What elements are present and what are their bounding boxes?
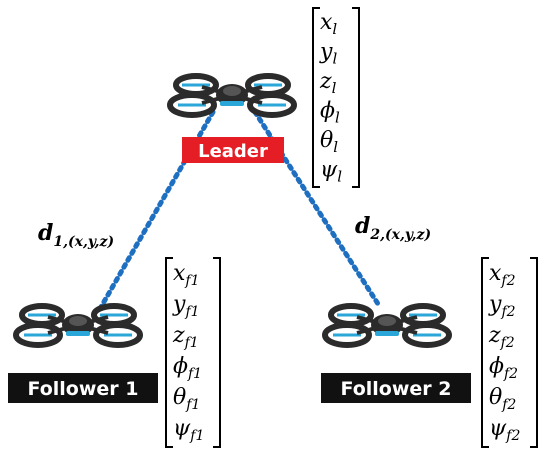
follower2-state-symbol: y [488, 292, 502, 317]
follower2-state-subscript: f2 [505, 428, 520, 444]
leader-state-symbol: ψ [320, 158, 338, 183]
follower1-bracket-right [213, 257, 221, 448]
follower2-state-entry: ϕf2 [489, 354, 518, 382]
distance-d2-label: d2,(x,y,z) [355, 213, 431, 243]
follower1-state-subscript: f1 [184, 273, 199, 289]
leader-state-entry: yl [319, 40, 337, 68]
distance-d1-label: d1,(x,y,z) [38, 220, 114, 250]
follower1-state-entry: ϕf1 [173, 354, 202, 382]
follower2-state-symbol: θ [489, 385, 502, 410]
leader-state-subscript: l [333, 138, 338, 156]
follower1-state-entry: yf1 [172, 292, 200, 320]
follower2-bracket-right [530, 257, 538, 448]
leader-bracket-left [312, 7, 320, 188]
follower2-state-subscript: f2 [500, 335, 515, 351]
follower1-state-symbol: z [172, 323, 185, 348]
follower1-state-subscript: f1 [185, 397, 200, 413]
leader-state-entry: zl [319, 69, 337, 97]
leader-state-symbol: x [320, 10, 333, 35]
leader-state-entry: θl [320, 128, 338, 156]
follower1-state-symbol: ψ [173, 416, 191, 441]
leader-badge [182, 137, 284, 163]
follower2-state-entry: θf2 [489, 385, 516, 413]
follower2-state-symbol: ψ [489, 416, 507, 441]
follower2-state-subscript: f2 [503, 366, 518, 382]
follower2-state-entry: ψf2 [489, 416, 520, 444]
leader-state-symbol: z [319, 69, 332, 94]
leader-state-subscript: l [332, 20, 337, 38]
leader-state-symbol: ϕ [320, 99, 335, 124]
leader-drone-icon [170, 76, 294, 115]
follower2-state-symbol: z [488, 323, 501, 348]
follower2-state-subscript: f2 [501, 397, 516, 413]
follower2-label: Follower 2 [341, 378, 452, 400]
leader-state-entry: ψl [320, 158, 342, 186]
leader-state-subscript: l [332, 79, 337, 97]
leader-state-subscript: l [335, 109, 340, 127]
follower1-state-entry: xf1 [173, 261, 200, 289]
follower2-bracket-left [481, 257, 489, 448]
follower2-state-entry: yf2 [488, 292, 516, 320]
follower2-state-symbol: x [489, 261, 502, 286]
follower1-state-symbol: x [173, 261, 186, 286]
follower2-state-symbol: ϕ [489, 354, 504, 379]
follower2-state-subscript: f2 [500, 304, 515, 320]
follower2-drone-icon [325, 306, 449, 345]
follower1-state-entry: zf1 [172, 323, 199, 351]
follower1-label: Follower 1 [28, 378, 139, 400]
follower1-state-symbol: y [172, 292, 186, 317]
follower2-state-entry: xf2 [489, 261, 516, 289]
follower1-state-subscript: f1 [189, 428, 204, 444]
follower1-bracket-left [165, 257, 173, 448]
leader-label: Leader [198, 141, 268, 162]
follower1-state-subscript: f1 [184, 335, 199, 351]
follower1-drone-icon [16, 306, 140, 345]
follower1-state-subscript: f1 [187, 366, 202, 382]
follower1-badge [8, 373, 158, 403]
follower1-state-entry: ψf1 [173, 416, 204, 444]
leader-state-entry: xl [320, 10, 337, 38]
leader-state-entry: ϕl [320, 99, 340, 127]
follower2-badge [321, 373, 471, 403]
follower2-state-subscript: f2 [500, 273, 515, 289]
follower2-state-entry: zf2 [488, 323, 515, 351]
leader-state-symbol: θ [320, 128, 333, 153]
follower1-state-subscript: f1 [184, 304, 199, 320]
leader-state-symbol: y [319, 40, 333, 65]
leader-state-subscript: l [337, 168, 342, 186]
leader-bracket-right [352, 7, 360, 188]
follower1-state-entry: θf1 [173, 385, 200, 413]
leader-state-subscript: l [332, 50, 337, 68]
follower1-state-symbol: ϕ [173, 354, 188, 379]
follower1-state-symbol: θ [173, 385, 186, 410]
